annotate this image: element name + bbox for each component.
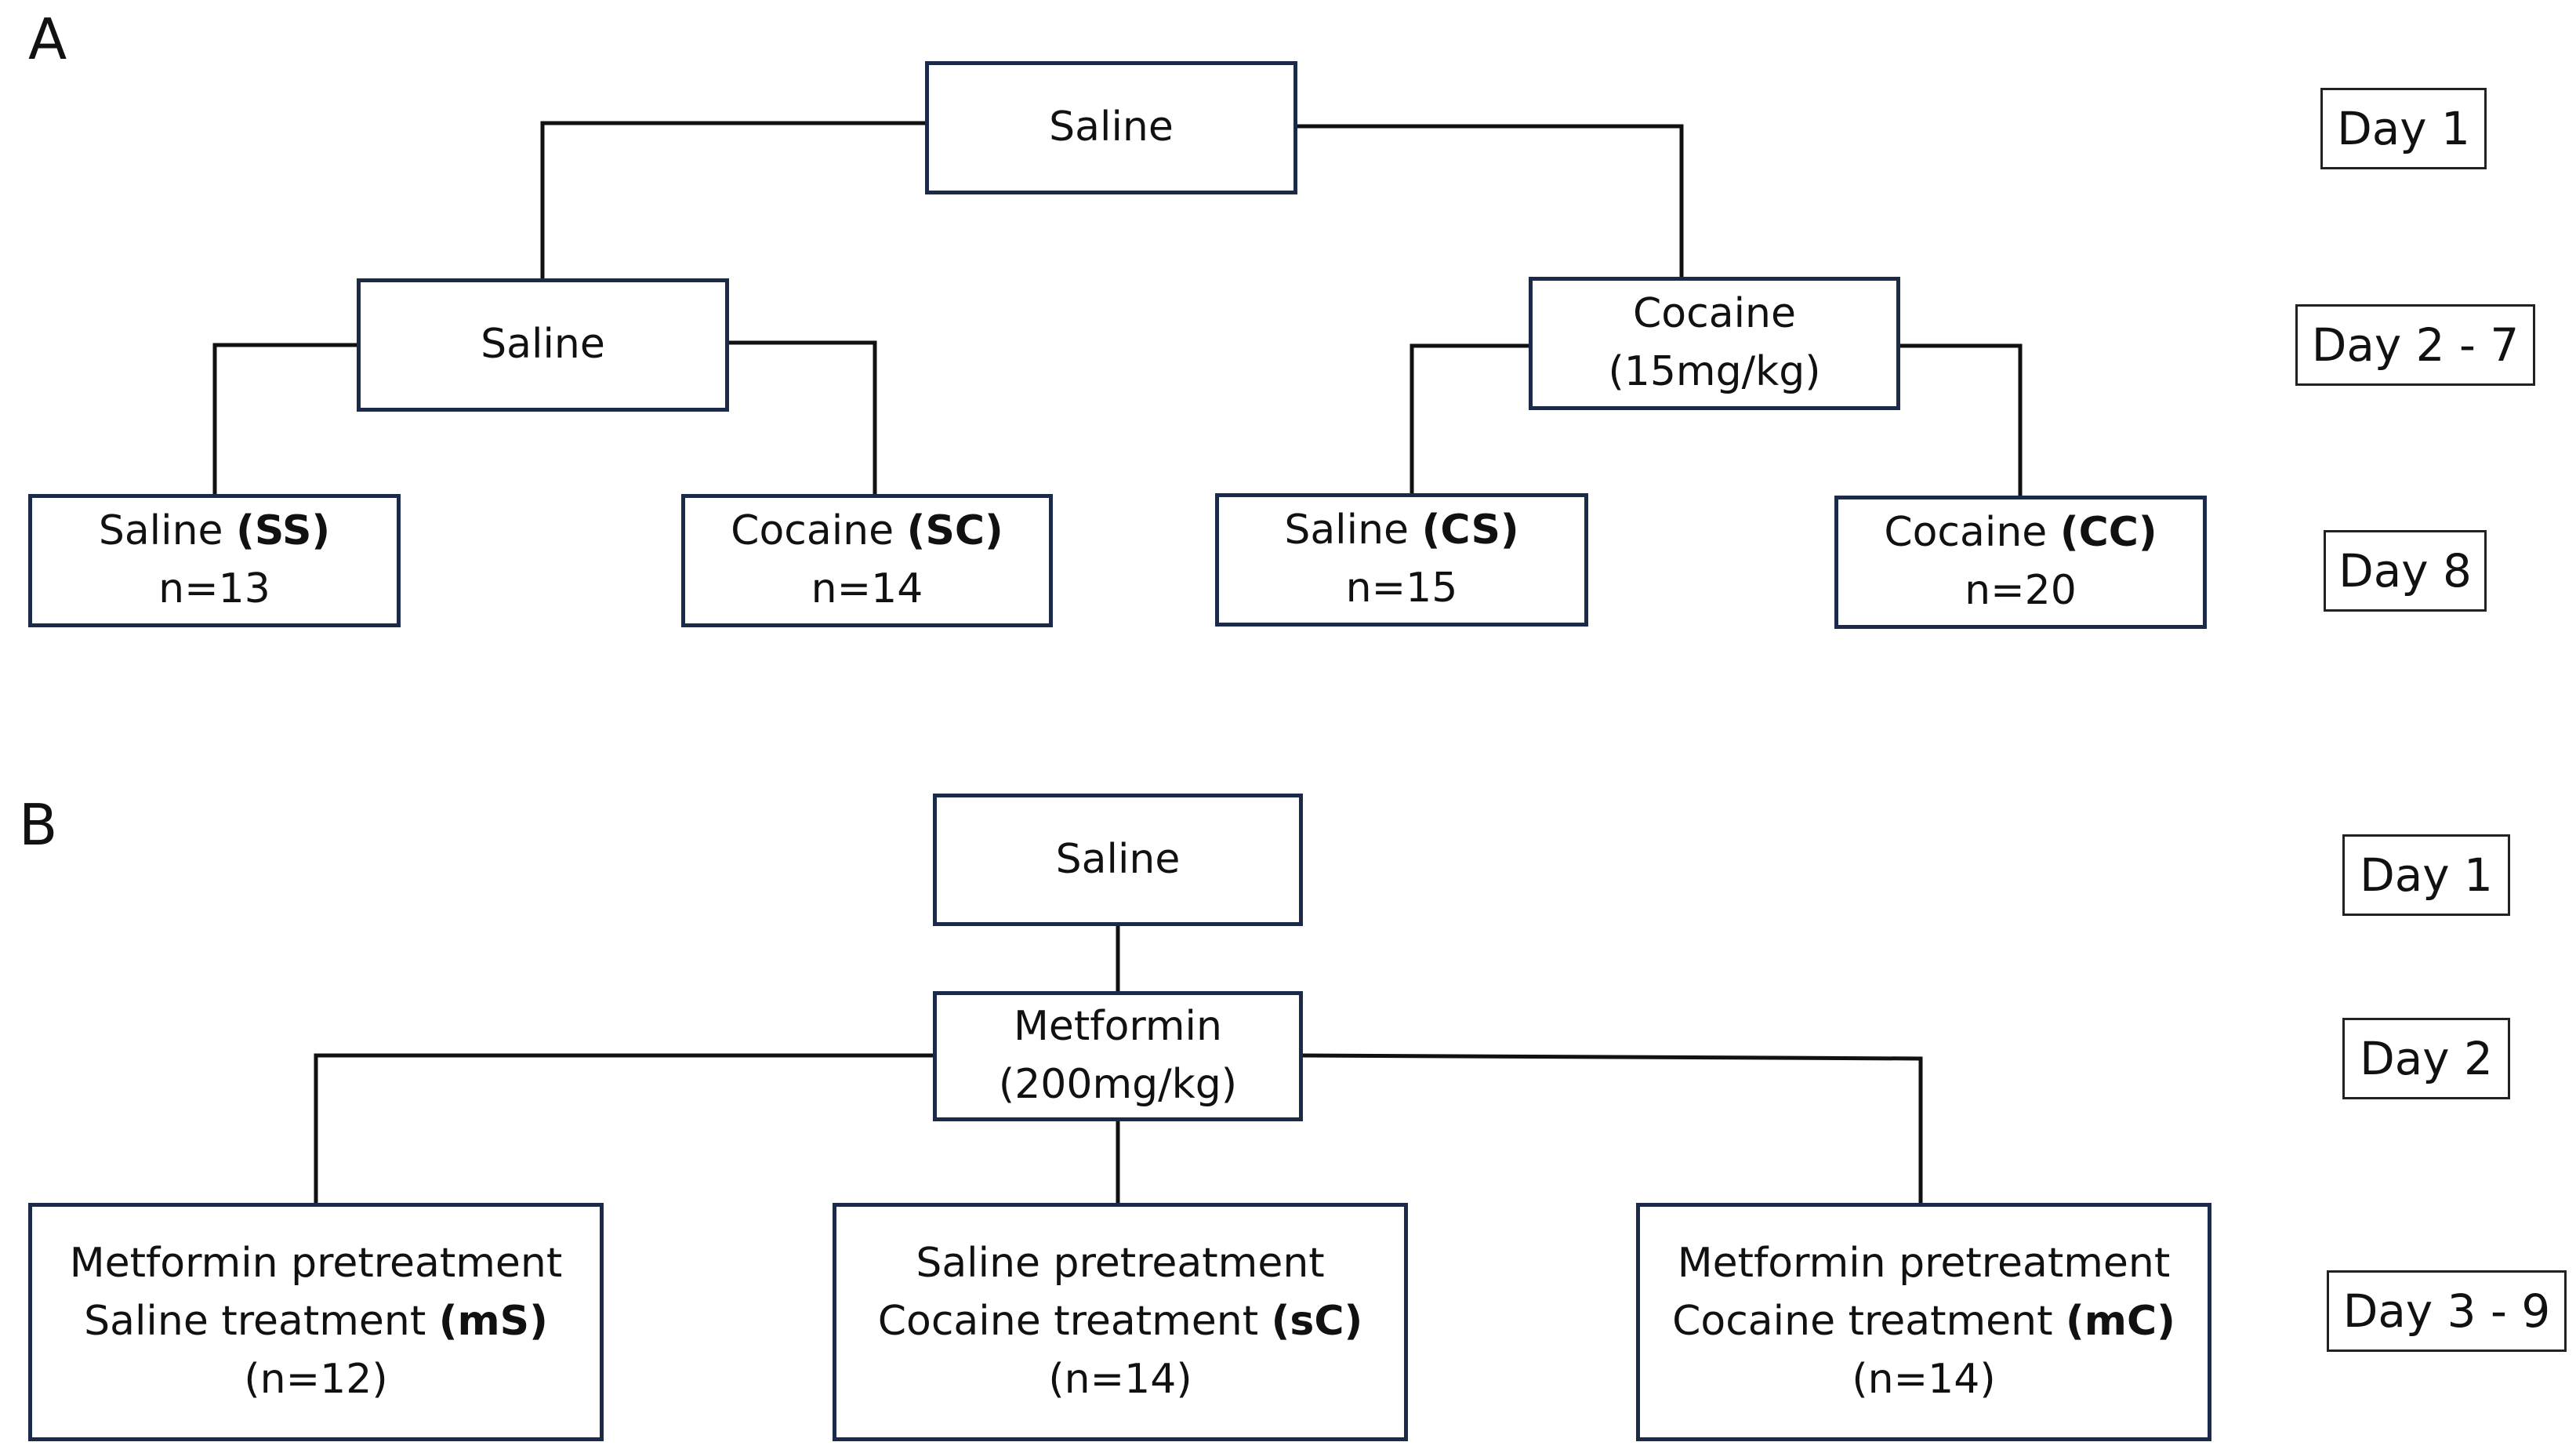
- connector-a-root-right: [1295, 124, 1684, 279]
- box-label: Saline: [1055, 835, 1181, 883]
- box-label: Saline: [1049, 104, 1174, 151]
- panel-label-a: A: [28, 6, 67, 72]
- box-label-line1: Metformin: [1014, 1003, 1222, 1051]
- box-a-cocaine-day2-7: Cocaine (15mg/kg): [1529, 277, 1900, 410]
- day-label-a-2: Day 2 - 7: [2295, 304, 2535, 386]
- group-label: Saline (CS): [1284, 507, 1519, 554]
- group-n: n=20: [1965, 567, 2077, 614]
- group-code: (mC): [2066, 1298, 2175, 1346]
- box-a-root-saline: Saline: [925, 61, 1297, 194]
- group-treatment: Cocaine treatment (mC): [1672, 1298, 2175, 1346]
- group-label: Cocaine (CC): [1884, 509, 2157, 557]
- day-label-a-1: Day 1: [2320, 88, 2487, 169]
- group-treatment: Saline treatment (mS): [84, 1298, 548, 1346]
- group-pretreatment: Saline pretreatment: [916, 1240, 1325, 1288]
- connector-b-metformin-ms: [314, 1053, 935, 1205]
- box-label: Saline: [481, 321, 605, 369]
- group-n: n=13: [158, 565, 270, 612]
- group-label: Saline (SS): [98, 507, 331, 555]
- group-code: (SC): [906, 507, 1003, 555]
- group-treatment: Cocaine treatment (sC): [877, 1298, 1363, 1346]
- connector-a-saline-sc: [727, 340, 877, 496]
- group-label: Cocaine (SC): [731, 507, 1003, 555]
- group-code: (mS): [438, 1298, 548, 1346]
- box-b-group-mc: Metformin pretreatment Cocaine treatment…: [1636, 1203, 2211, 1441]
- group-code: (CS): [1421, 507, 1519, 554]
- box-a-group-sc: Cocaine (SC) n=14: [681, 494, 1053, 627]
- box-b-metformin-day2: Metformin (200mg/kg): [933, 991, 1303, 1121]
- group-pretreatment: Metformin pretreatment: [1677, 1240, 2171, 1288]
- panel-label-b: B: [19, 792, 58, 858]
- box-label-line2: (200mg/kg): [998, 1061, 1238, 1108]
- day-label-a-3: Day 8: [2324, 530, 2487, 612]
- box-b-group-sc: Saline pretreatment Cocaine treatment (s…: [833, 1203, 1408, 1441]
- box-a-saline-day2-7: Saline: [357, 278, 729, 412]
- connector-a-cocaine-cc: [1898, 343, 2023, 498]
- group-code: (CC): [2059, 509, 2157, 557]
- group-n: (n=12): [244, 1355, 388, 1403]
- connector-b-metformin-mc: [1301, 1053, 1923, 1205]
- connector-a-saline-ss: [212, 343, 359, 496]
- group-pretreatment: Metformin pretreatment: [69, 1240, 563, 1288]
- group-n: (n=14): [1048, 1355, 1192, 1403]
- connector-a-cocaine-cs: [1410, 343, 1531, 496]
- day-label-b-3: Day 3 - 9: [2327, 1270, 2567, 1352]
- box-label-line1: Cocaine: [1633, 290, 1796, 338]
- group-n: (n=14): [1852, 1355, 1996, 1403]
- group-n: n=15: [1345, 565, 1458, 612]
- group-code: (sC): [1271, 1298, 1363, 1346]
- box-b-group-ms: Metformin pretreatment Saline treatment …: [28, 1203, 604, 1441]
- connector-a-root-left: [540, 121, 927, 281]
- group-n: n=14: [811, 565, 923, 612]
- box-a-group-cs: Saline (CS) n=15: [1215, 493, 1588, 627]
- box-label-line2: (15mg/kg): [1608, 348, 1821, 395]
- box-a-group-cc: Cocaine (CC) n=20: [1834, 496, 2207, 629]
- box-b-root-saline: Saline: [933, 794, 1303, 926]
- box-a-group-ss: Saline (SS) n=13: [28, 494, 401, 627]
- day-label-b-1: Day 1: [2342, 834, 2510, 916]
- group-code: (SS): [236, 507, 331, 555]
- day-label-b-2: Day 2: [2342, 1018, 2510, 1099]
